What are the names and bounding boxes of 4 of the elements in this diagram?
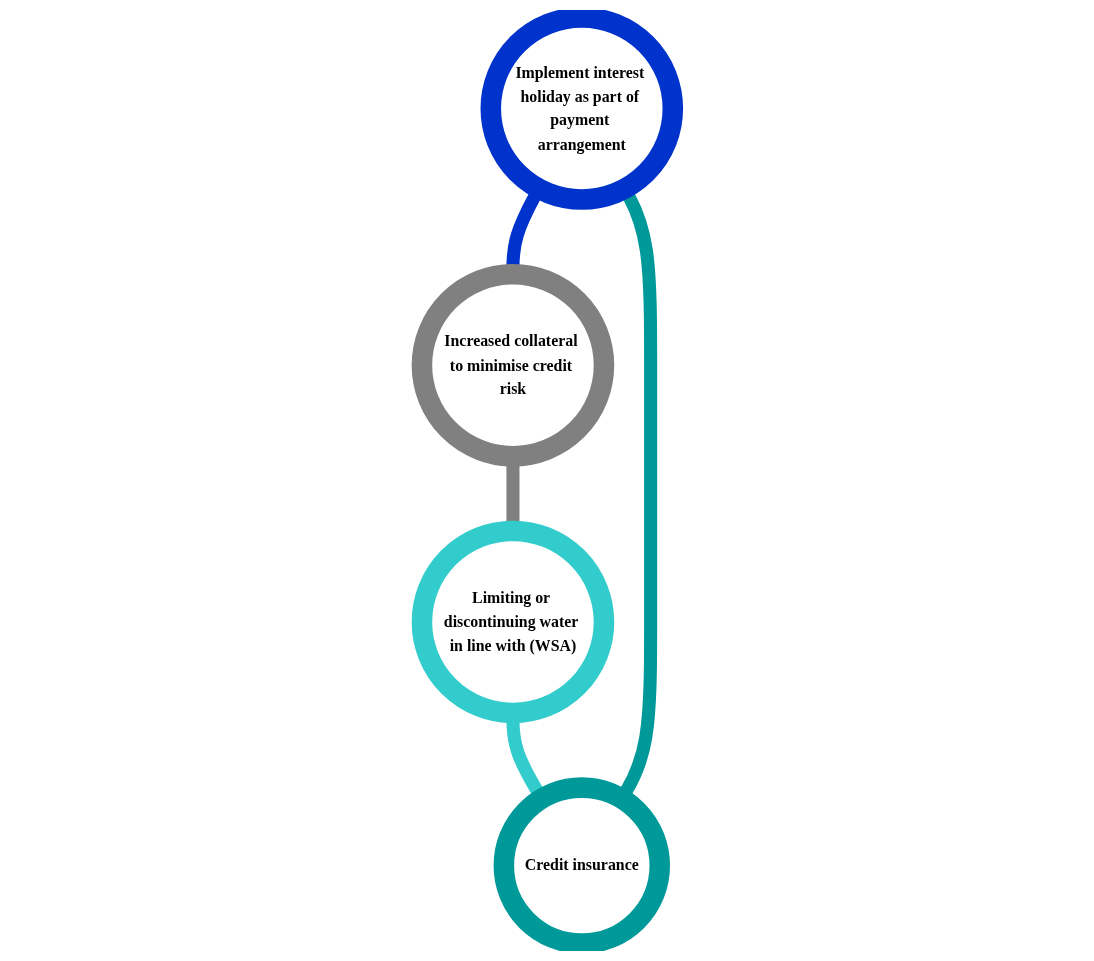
node-circle: Implement interest holiday as part of payment arrangement xyxy=(480,10,683,210)
node-circle: Increased collateral to minimise credit risk xyxy=(411,263,614,467)
node-circle: Credit insurance xyxy=(493,777,670,951)
node-circle: Limiting or discontinuing water in line with (WSA) xyxy=(411,520,614,724)
